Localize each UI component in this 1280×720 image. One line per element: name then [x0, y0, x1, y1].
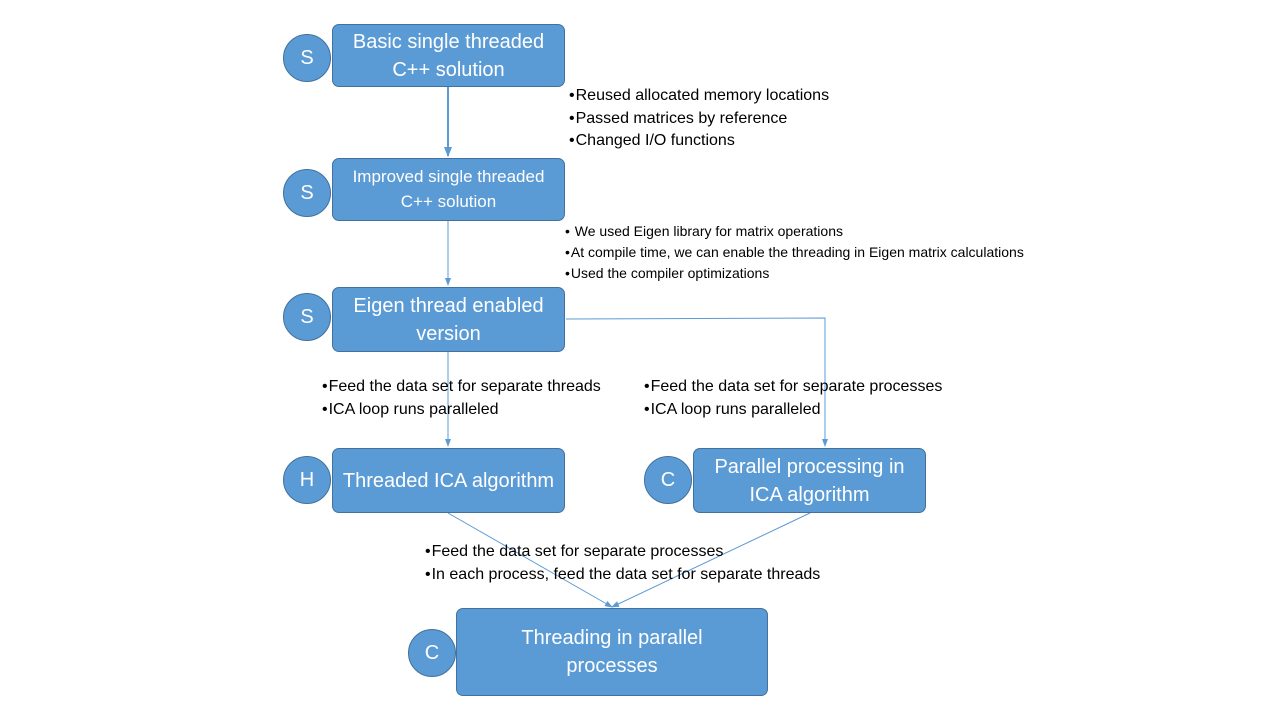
- note-item: We used Eigen library for matrix operati…: [565, 221, 1024, 242]
- node-threaded-ica-label: Threaded ICA algorithm: [342, 469, 555, 492]
- node-threading-in-parallel-processes-label: Threading in parallel processes: [521, 627, 703, 677]
- note-item: ICA loop runs paralleled: [322, 399, 601, 422]
- badge-improved: S: [283, 169, 331, 217]
- note-item: In each process, feed the data set for s…: [425, 564, 821, 587]
- badge-parallel-processing-ica: C: [644, 456, 692, 504]
- node-parallel-processing-ica: Parallel processing in ICA algorithm: [693, 448, 926, 513]
- note-item: Feed the data set for separate processes: [425, 541, 820, 564]
- node-improved-single-threaded: Improved single threaded C++ solution: [332, 158, 565, 221]
- node-threading-in-parallel-processes: Threading in parallel processes: [456, 608, 768, 696]
- notes-basic-to-improved: Reused allocated memory locations Passed…: [569, 85, 829, 153]
- node-basic-single-threaded: Basic single threaded C++ solution: [332, 24, 565, 87]
- node-basic-single-threaded-label: Basic single threaded C++ solution: [352, 30, 545, 81]
- badge-eigen-label: S: [300, 305, 314, 328]
- note-item: Feed the data set for separate processes: [644, 376, 943, 399]
- note-item: Feed the data set for separate threads: [322, 376, 601, 399]
- badge-basic: S: [283, 34, 331, 82]
- notes-improved-to-eigen: We used Eigen library for matrix operati…: [565, 221, 1024, 284]
- node-improved-single-threaded-label: Improved single threaded C++ solution: [352, 166, 545, 211]
- note-item: Passed matrices by reference: [569, 108, 829, 131]
- note-item: Reused allocated memory locations: [569, 85, 829, 108]
- note-item: Used the compiler optimizations: [565, 263, 1024, 284]
- badge-threaded-ica: H: [283, 456, 331, 504]
- notes-eigen-to-parallel: Feed the data set for separate processes…: [644, 376, 943, 422]
- node-eigen-thread-enabled: Eigen thread enabled version: [332, 287, 565, 352]
- node-parallel-processing-ica-label: Parallel processing in ICA algorithm: [714, 455, 905, 506]
- badge-threading-in-parallel-processes: C: [408, 629, 456, 677]
- badge-eigen: S: [283, 293, 331, 341]
- note-item: ICA loop runs paralleled: [644, 399, 942, 422]
- badge-basic-label: S: [300, 46, 314, 69]
- note-item: At compile time, we can enable the threa…: [565, 242, 1024, 263]
- badge-improved-label: S: [300, 181, 314, 204]
- notes-to-threading-parallel: Feed the data set for separate processes…: [425, 541, 821, 587]
- node-threaded-ica: Threaded ICA algorithm: [332, 448, 565, 513]
- node-eigen-thread-enabled-label: Eigen thread enabled version: [353, 294, 544, 345]
- badge-parallel-processing-ica-label: C: [660, 468, 676, 491]
- badge-threaded-ica-label: H: [299, 468, 315, 491]
- note-item: Changed I/O functions: [569, 130, 829, 153]
- notes-eigen-to-threaded: Feed the data set for separate threads I…: [322, 376, 601, 421]
- badge-threading-in-parallel-processes-label: C: [424, 641, 440, 664]
